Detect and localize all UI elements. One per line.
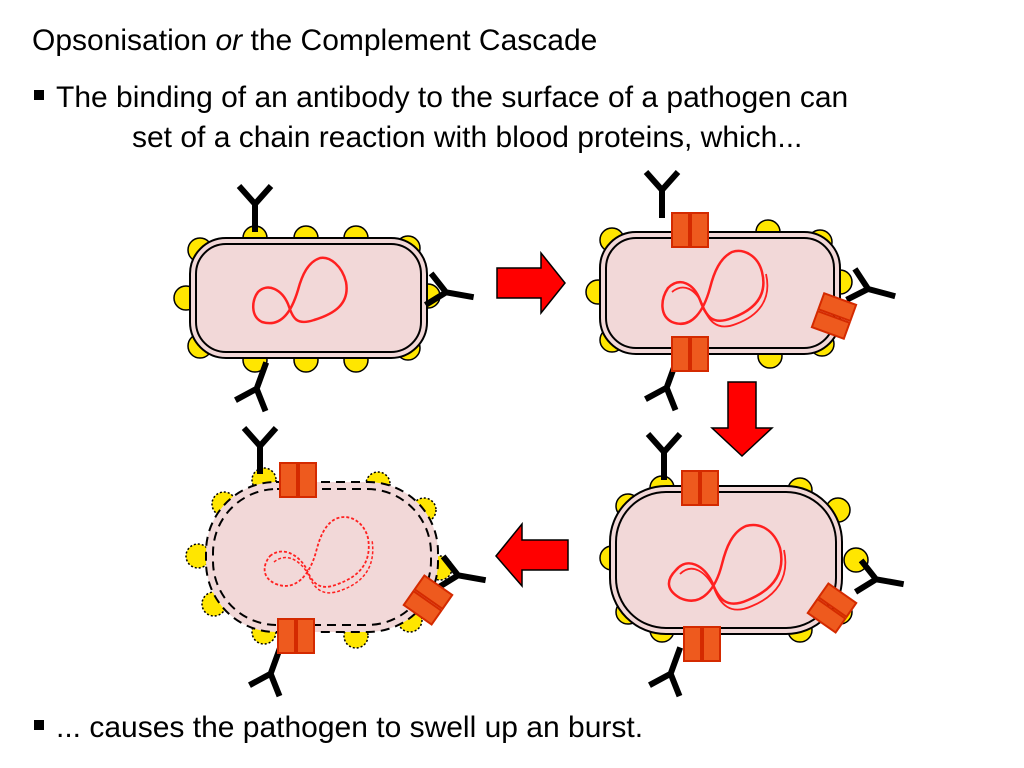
- cell-membrane: [609, 485, 843, 635]
- pathogen-cell-2: [585, 172, 899, 410]
- dna-loop: [252, 256, 348, 325]
- antibody-icon: [648, 434, 680, 480]
- antibody-icon: [244, 428, 276, 474]
- title-part-1: Opsonisation: [32, 24, 208, 57]
- bullet-point-1: The binding of an antibody to the surfac…: [34, 78, 848, 158]
- bullet-marker-icon: [34, 720, 44, 731]
- dna-loop: [263, 516, 370, 588]
- pathogen-cell-3: [599, 434, 907, 696]
- complement-protein-icon: [671, 212, 709, 248]
- antibody-icon: [856, 560, 907, 600]
- pathogen-cell-4: [185, 428, 488, 696]
- arrow-down-icon: [710, 381, 774, 458]
- bullet-1-line-2: set of a chain reaction with blood prote…: [132, 121, 803, 154]
- antibody-icon: [239, 186, 271, 232]
- antibody-icon: [646, 172, 678, 218]
- complement-protein-icon: [279, 462, 317, 498]
- title-part-2: the Complement Cascade: [250, 24, 598, 57]
- complement-protein-icon: [681, 470, 719, 506]
- pathogen-cell-1: [173, 186, 476, 411]
- bullet-2-text: ... causes the pathogen to swell up an b…: [56, 711, 644, 744]
- complement-protein-icon: [683, 626, 721, 662]
- bullet-1-line-1: The binding of an antibody to the surfac…: [56, 81, 849, 114]
- cell-membrane: [205, 481, 439, 633]
- cell-membrane: [189, 237, 428, 359]
- cell-membrane: [599, 231, 841, 355]
- title-emphasis: or: [215, 24, 243, 57]
- arrow-left-icon: [495, 521, 569, 589]
- arrow-right-icon: [496, 250, 566, 316]
- bullet-marker-icon: [34, 90, 44, 101]
- slide-title: Opsonisation or the Complement Cascade: [32, 22, 597, 60]
- complement-protein-icon: [671, 336, 709, 372]
- complement-protein-icon: [277, 618, 315, 654]
- bullet-point-2: ... causes the pathogen to swell up an b…: [34, 708, 643, 748]
